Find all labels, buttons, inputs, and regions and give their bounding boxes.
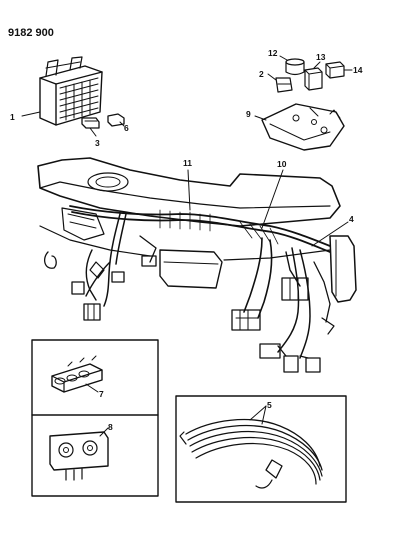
time-delay-module-8-drawing (49, 431, 109, 481)
relay-13-drawing (304, 67, 323, 91)
inset-box-items-7-8 (31, 339, 159, 497)
main-harness-drawing (69, 205, 335, 373)
callout-leader-7 (85, 383, 99, 393)
callout-leader-2 (267, 73, 277, 81)
flasher-small-drawing (81, 117, 100, 129)
callout-9: 9 (246, 109, 251, 119)
callout-leader-4 (311, 221, 349, 247)
connector-small-drawing (107, 113, 125, 127)
callout-6: 6 (124, 123, 129, 133)
relay-12-drawing (285, 58, 305, 76)
callout-leader-11 (187, 169, 191, 211)
callout-leader-1 (21, 111, 41, 117)
fuse-block-drawing (39, 56, 103, 126)
harness-clip-5-drawing (179, 418, 323, 489)
callout-14: 14 (353, 65, 363, 75)
callout-12: 12 (268, 48, 278, 58)
inset-box-item-5 (175, 395, 347, 503)
callout-leader-5b (261, 405, 267, 425)
callout-leader-12 (279, 55, 288, 61)
callout-4: 4 (349, 214, 354, 224)
callout-7: 7 (99, 389, 104, 399)
callout-leader-5a (249, 405, 267, 421)
callout-10: 10 (277, 159, 287, 169)
callout-1: 1 (10, 112, 15, 122)
callout-2: 2 (259, 69, 264, 79)
callout-11: 11 (183, 158, 192, 168)
callout-leader-13 (313, 61, 321, 69)
callout-leader-8 (99, 427, 109, 437)
callout-leader-6 (119, 121, 125, 127)
instrument-panel-drawing (37, 157, 357, 303)
flasher-module-7-drawing (51, 355, 103, 393)
relay-bracket-drawing (261, 103, 345, 151)
callout-leader-10 (261, 169, 284, 229)
callout-8: 8 (108, 422, 113, 432)
part-number: 9182 900 (8, 27, 54, 39)
relay-2-drawing (275, 77, 293, 93)
callout-leader-3 (89, 127, 97, 137)
callout-3: 3 (95, 138, 100, 148)
callout-leader-9 (254, 115, 267, 121)
callout-5: 5 (267, 400, 272, 410)
callout-13: 13 (316, 52, 326, 62)
relay-14-drawing (325, 61, 345, 79)
